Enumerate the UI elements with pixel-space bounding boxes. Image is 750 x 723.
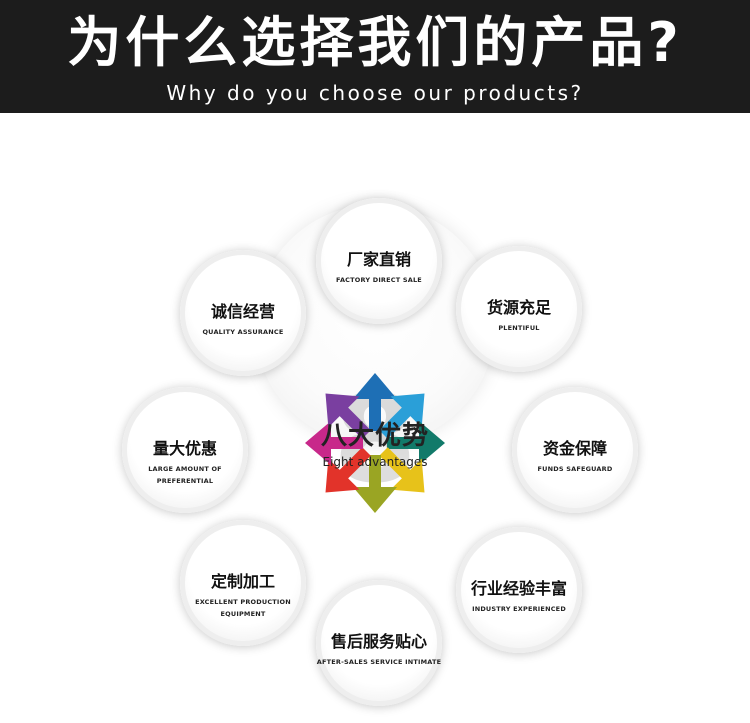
advantage-title: 厂家直销 bbox=[346, 250, 411, 269]
banner-subtitle: Why do you choose our products? bbox=[166, 81, 584, 105]
advantage-plentiful: 货源充足 PLENTIFUL bbox=[456, 246, 582, 372]
advantage-subtitle: INDUSTRY EXPERIENCED bbox=[472, 605, 566, 613]
center-label: 八大优势 Eight advantages bbox=[300, 420, 450, 471]
advantage-bulk-discount: 量大优惠 LARGE AMOUNT OF PREFERENTIAL bbox=[122, 387, 248, 513]
advantage-subtitle: AFTER-SALES SERVICE INTIMATE bbox=[316, 658, 442, 666]
advantage-title: 定制加工 bbox=[210, 572, 275, 591]
advantage-subtitle: QUALITY ASSURANCE bbox=[202, 328, 284, 336]
advantage-funds: 资金保障 FUNDS SAFEGUARD bbox=[512, 387, 638, 513]
advantage-industry: 行业经验丰富 INDUSTRY EXPERIENCED bbox=[456, 527, 582, 653]
advantage-custom-processing: 定制加工 EXCELLENT PRODUCTION EQUIPMENT bbox=[180, 520, 306, 646]
banner-title: 为什么选择我们的产品? bbox=[67, 11, 683, 74]
advantage-title: 售后服务贴心 bbox=[330, 632, 427, 651]
advantage-after-sales: 售后服务贴心 AFTER-SALES SERVICE INTIMATE bbox=[316, 580, 442, 706]
advantage-integrity: 诚信经营 QUALITY ASSURANCE bbox=[180, 250, 306, 376]
advantage-subtitle: FUNDS SAFEGUARD bbox=[537, 465, 613, 473]
header-banner: 为什么选择我们的产品? Why do you choose our produc… bbox=[0, 0, 750, 113]
advantage-subtitle: EXCELLENT PRODUCTION EQUIPMENT bbox=[195, 598, 291, 618]
advantage-title: 货源充足 bbox=[486, 298, 551, 317]
advantage-factory-direct: 厂家直销 FACTORY DIRECT SALE bbox=[316, 198, 442, 324]
center-title-cn: 八大优势 bbox=[320, 421, 429, 451]
advantage-title: 诚信经营 bbox=[210, 302, 275, 321]
center-title-en: Eight advantages bbox=[322, 455, 428, 469]
arrow-burst: 8 bbox=[305, 371, 445, 513]
advantage-title: 量大优惠 bbox=[152, 439, 217, 458]
advantage-title: 行业经验丰富 bbox=[470, 579, 567, 598]
advantage-subtitle: LARGE AMOUNT OF PREFERENTIAL bbox=[148, 465, 222, 485]
advantage-subtitle: FACTORY DIRECT SALE bbox=[336, 276, 422, 284]
advantage-title: 资金保障 bbox=[542, 439, 607, 458]
advantage-subtitle: PLENTIFUL bbox=[498, 324, 540, 332]
